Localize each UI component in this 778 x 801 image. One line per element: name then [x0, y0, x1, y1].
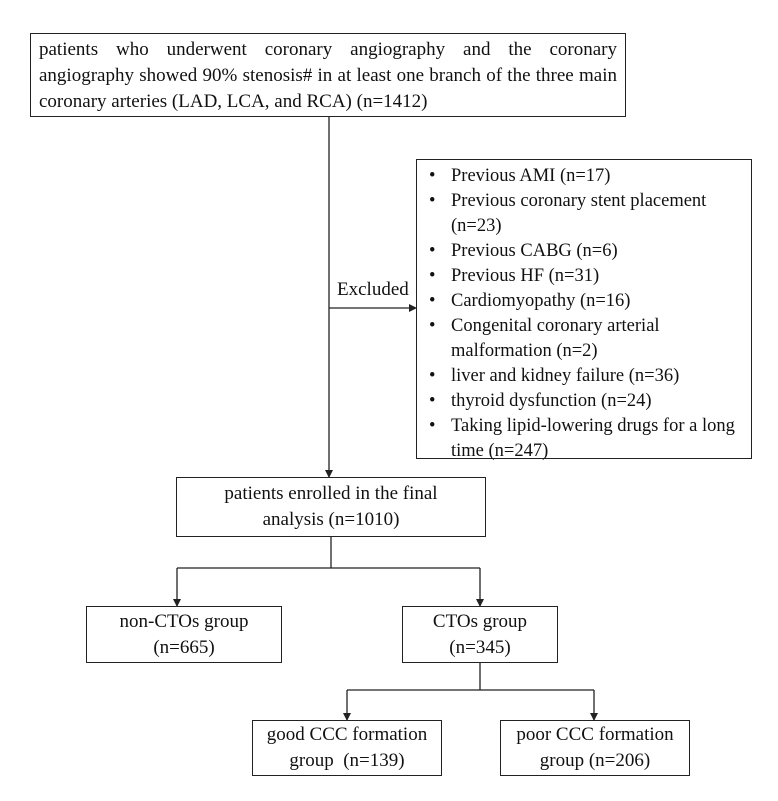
exclusion-item: • Taking lipid-lowering drugs for a long … — [425, 414, 743, 464]
exclusion-item-text: thyroid dysfunction (n=24) — [451, 391, 652, 411]
bullet-icon: • — [429, 316, 436, 336]
bullet-icon: • — [429, 366, 436, 386]
cto-line-2: (n=345) — [449, 636, 511, 658]
bullet-icon: • — [429, 191, 436, 211]
exclusion-item: • Previous coronary stent placement (n=23… — [425, 189, 743, 239]
exclusion-item: • liver and kidney failure (n=36) — [425, 364, 743, 389]
exclusion-item-text: liver and kidney failure (n=36) — [451, 366, 680, 386]
enrolled-line-1: patients enrolled in the final — [224, 483, 438, 504]
cto-group-box: CTOs group (n=345) — [402, 606, 558, 663]
bullet-icon: • — [429, 291, 436, 311]
initial-population-text: patients who underwent coronary angiogra… — [39, 39, 617, 112]
non-cto-line-1: non-CTOs group — [119, 610, 249, 632]
exclusion-item-text: Previous AMI (n=17) — [451, 166, 611, 186]
poor-ccc-group-box: poor CCC formation group (n=206) — [500, 720, 690, 776]
bullet-icon: • — [429, 266, 436, 286]
exclusion-item-text: Previous HF (n=31) — [451, 266, 600, 286]
non-cto-line-2: (n=665) — [153, 636, 215, 658]
exclusion-item-text: Congenital coronary arterial malformatio… — [451, 316, 660, 361]
good-ccc-group-box: good CCC formation group (n=139) — [252, 720, 442, 776]
poor-ccc-line-2: group (n=206) — [539, 750, 651, 771]
exclusion-item: • thyroid dysfunction (n=24) — [425, 389, 743, 414]
initial-population-box: patients who underwent coronary angiogra… — [30, 33, 626, 117]
good-ccc-line-1: good CCC formation — [266, 724, 428, 745]
poor-ccc-line-1: poor CCC formation — [516, 724, 674, 745]
enrolled-patients-box: patients enrolled in the final analysis … — [176, 477, 486, 537]
exclusion-item-text: Taking lipid-lowering drugs for a long t… — [451, 416, 735, 461]
exclusion-item: • Congenital coronary arterial malformati… — [425, 314, 743, 364]
bullet-icon: • — [429, 416, 436, 436]
bullet-icon: • — [429, 166, 436, 186]
cto-line-1: CTOs group — [432, 610, 528, 632]
bullet-icon: • — [429, 241, 436, 261]
enrolled-line-2: analysis (n=1010) — [262, 509, 400, 530]
exclusion-item: • Cardiomyopathy (n=16) — [425, 289, 743, 314]
bullet-icon: • — [429, 391, 436, 411]
good-ccc-line-2: group (n=139) — [289, 750, 405, 771]
exclusion-item: • Previous AMI (n=17) — [425, 164, 743, 189]
non-cto-group-box: non-CTOs group (n=665) — [86, 606, 282, 663]
exclusion-item-text: Previous CABG (n=6) — [451, 241, 618, 261]
exclusion-item: • Previous CABG (n=6) — [425, 239, 743, 264]
exclusion-item: • Previous HF (n=31) — [425, 264, 743, 289]
exclusion-item-text: Previous coronary stent placement (n=23) — [451, 191, 707, 236]
excluded-label: Excluded — [337, 279, 409, 300]
exclusion-item-text: Cardiomyopathy (n=16) — [451, 291, 631, 311]
exclusion-criteria-box: • Previous AMI (n=17) • Previous coronary … — [416, 159, 752, 461]
exclusion-list: • Previous AMI (n=17) • Previous coronary … — [425, 164, 743, 464]
